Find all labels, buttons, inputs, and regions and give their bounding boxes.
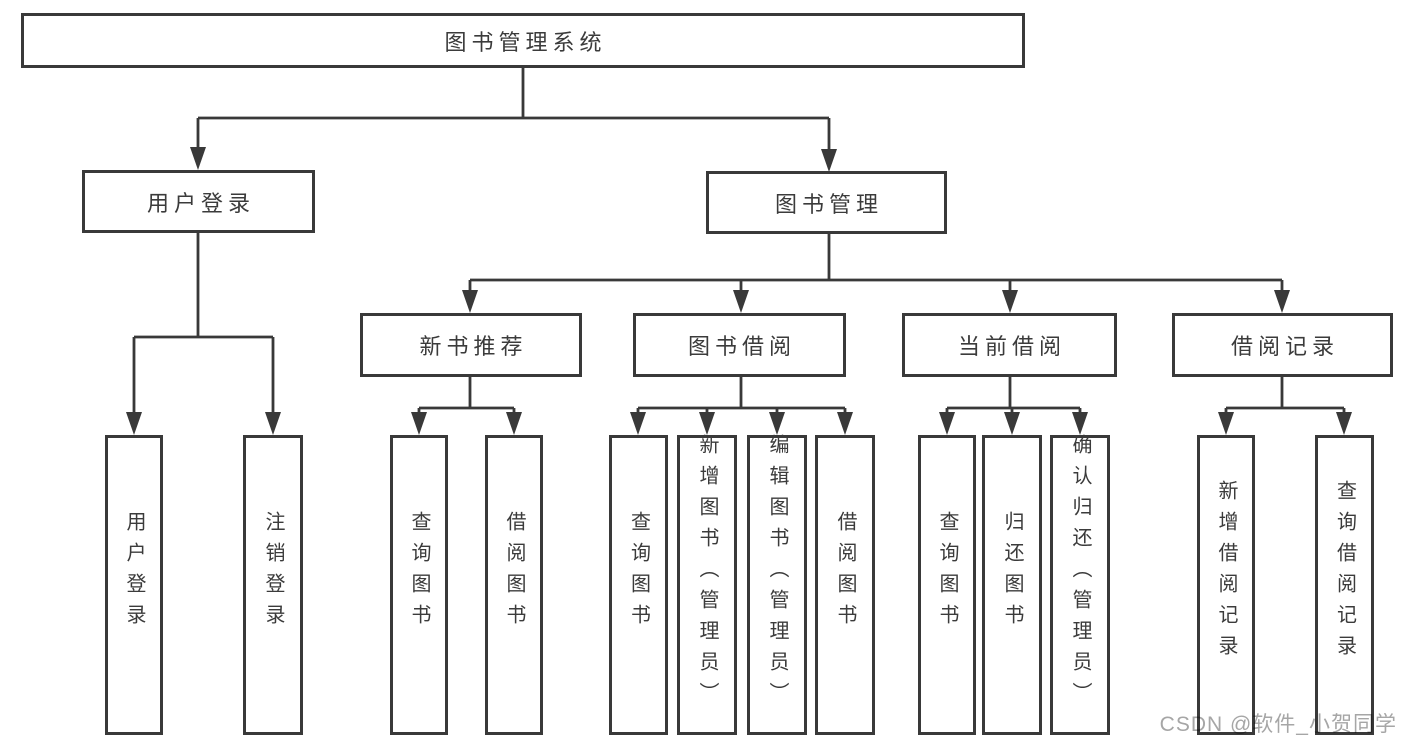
leaf-return-book: 归还图书 <box>982 435 1042 735</box>
leaf-edit-book-admin: 编辑图书（管理员） <box>747 433 807 735</box>
leaf-label: 查询图书 <box>627 511 650 635</box>
leaf-borrow-book-recommend: 借阅图书 <box>485 435 543 735</box>
leaf-label: 借阅图书 <box>503 511 525 635</box>
node-library-system: 图书管理系统 <box>21 13 1025 68</box>
leaf-borrow-book: 借阅图书 <box>815 435 875 735</box>
leaf-add-borrow-record: 新增借阅记录 <box>1197 435 1255 735</box>
leaf-query-book-recommend: 查询图书 <box>390 435 448 735</box>
node-book-management: 图书管理 <box>706 171 947 234</box>
leaf-user-login: 用户登录 <box>105 435 163 735</box>
leaf-label: 查询图书 <box>936 511 958 635</box>
leaf-label: 确认归还（管理员） <box>1069 433 1091 713</box>
node-book-borrow: 图书借阅 <box>633 313 846 377</box>
leaf-label: 新增借阅记录 <box>1215 480 1237 666</box>
leaf-label: 查询借阅记录 <box>1333 480 1356 666</box>
leaf-query-book-borrow: 查询图书 <box>609 435 668 735</box>
leaf-query-borrow-record: 查询借阅记录 <box>1315 435 1374 735</box>
leaf-label: 编辑图书（管理员） <box>766 433 788 713</box>
leaf-label: 借阅图书 <box>834 511 856 635</box>
leaf-label: 新增图书（管理员） <box>696 433 718 713</box>
node-borrow-records: 借阅记录 <box>1172 313 1393 377</box>
node-current-borrow: 当前借阅 <box>902 313 1117 377</box>
node-label: 用户登录 <box>146 190 255 216</box>
leaf-logout: 注销登录 <box>243 435 303 735</box>
node-label: 图书管理 <box>774 191 883 217</box>
node-new-book-recommend: 新书推荐 <box>360 313 582 377</box>
node-label: 借阅记录 <box>1230 334 1339 359</box>
leaf-label: 用户登录 <box>123 511 145 635</box>
node-label: 图书管理系统 <box>444 29 607 55</box>
node-label: 图书借阅 <box>687 334 796 359</box>
leaf-label: 查询图书 <box>408 511 430 635</box>
leaf-label: 归还图书 <box>1001 511 1023 635</box>
leaf-query-book-current: 查询图书 <box>918 435 976 735</box>
node-label: 新书推荐 <box>419 334 528 359</box>
arrowheads <box>126 147 1352 435</box>
leaf-label: 注销登录 <box>262 511 284 635</box>
node-user-login: 用户登录 <box>82 170 315 233</box>
node-label: 当前借阅 <box>957 334 1066 359</box>
leaf-confirm-return-admin: 确认归还（管理员） <box>1050 433 1110 735</box>
csdn-watermark: CSDN @软件_小贺同学 <box>1159 713 1397 736</box>
leaf-add-book-admin: 新增图书（管理员） <box>677 433 737 735</box>
